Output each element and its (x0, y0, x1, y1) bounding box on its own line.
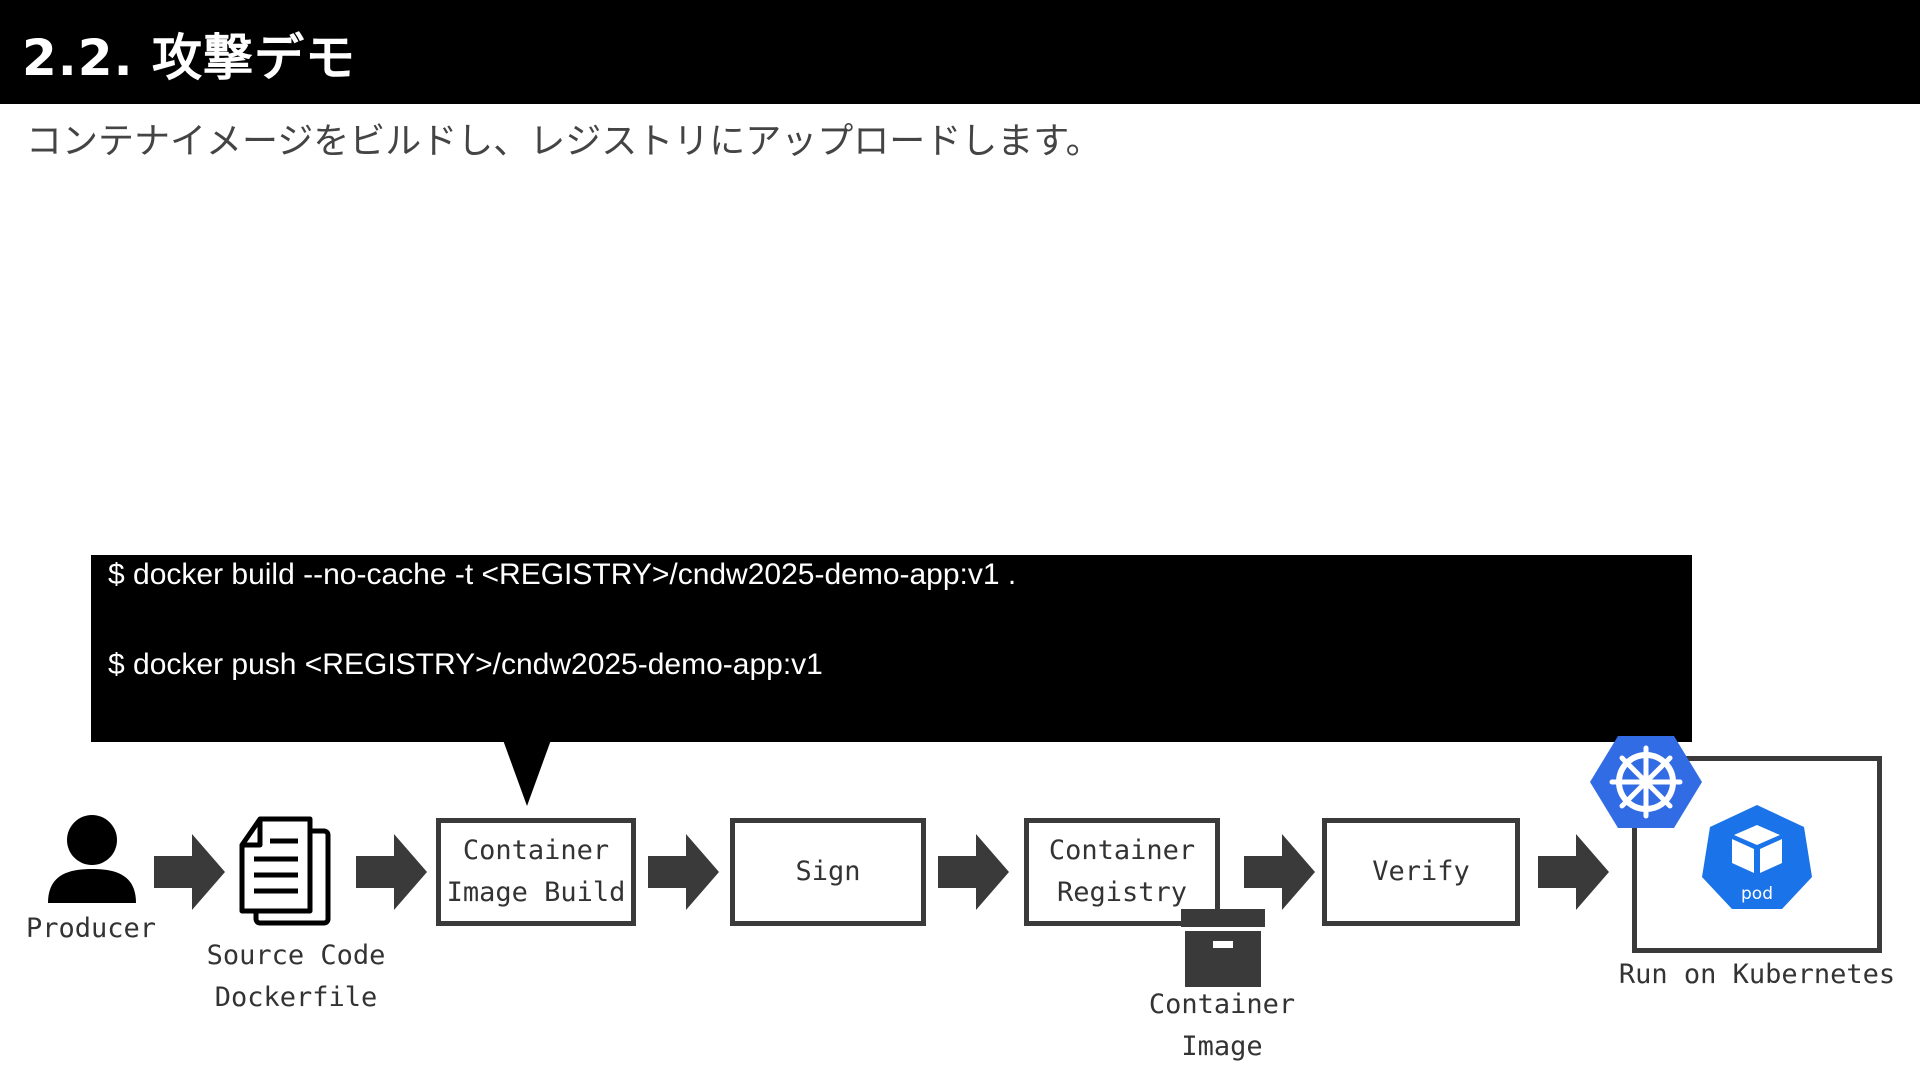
command-callout (91, 555, 1692, 742)
archive-box-icon (1181, 909, 1265, 987)
pod-label: pod (1741, 884, 1773, 904)
docker-push-command: $ docker push <REGISTRY>/cndw2025-demo-a… (108, 648, 823, 681)
arrow-right-icon (648, 834, 719, 910)
arrow-right-icon (356, 834, 427, 910)
arrow-right-icon (1538, 834, 1609, 910)
docker-build-command: $ docker build --no-cache -t <REGISTRY>/… (108, 558, 1017, 591)
page-title: 2.2. 攻撃デモ (22, 29, 356, 87)
arrow-right-icon (938, 834, 1009, 910)
pod-cube-icon: pod (1702, 805, 1812, 909)
document-icon (239, 816, 331, 926)
callout-pointer (503, 740, 551, 806)
page-subtitle: コンテナイメージをビルドし、レジストリにアップロードします。 (26, 121, 1102, 162)
container-image-label: Container Image (1148, 989, 1296, 1062)
arrow-right-icon (1244, 834, 1315, 910)
sign-step: Sign (730, 818, 926, 926)
run-on-kubernetes-label: Run on Kubernetes (1618, 959, 1896, 990)
container-image-build-step: Container Image Build (436, 818, 636, 926)
container-registry-step: Container Registry (1024, 818, 1220, 926)
arrow-right-icon (154, 834, 225, 910)
kubernetes-helm-icon (1590, 736, 1702, 828)
producer-label: Producer (26, 913, 157, 944)
source-code-label: Source Code Dockerfile (206, 940, 386, 1013)
verify-step: Verify (1322, 818, 1520, 926)
header-bar: 2.2. 攻撃デモ (0, 0, 1920, 104)
person-icon (48, 815, 136, 903)
